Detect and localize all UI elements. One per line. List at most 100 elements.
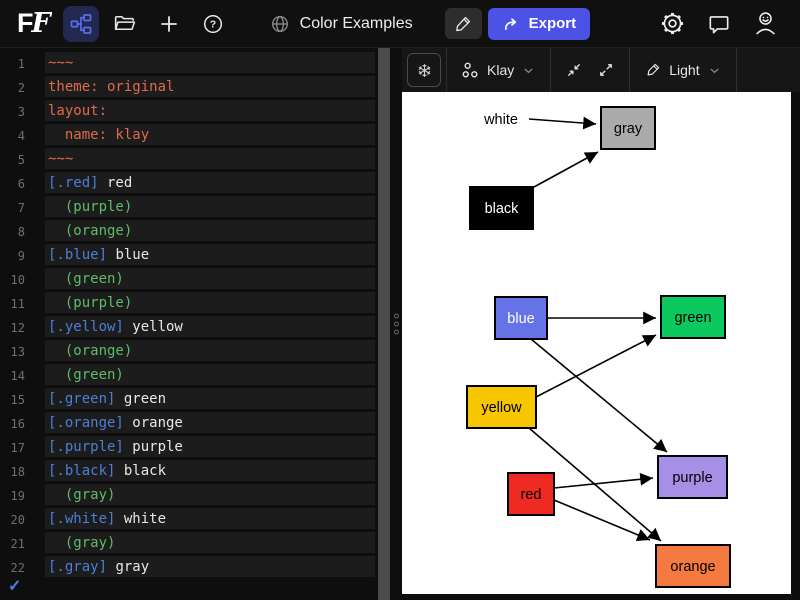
layout-dropdown[interactable]: Klay — [447, 48, 550, 92]
snowflake-icon — [416, 62, 433, 79]
code-line[interactable]: [.yellow] yellow — [45, 316, 375, 337]
line-number: 17 — [0, 436, 45, 460]
code-line[interactable]: (purple) — [45, 292, 375, 313]
node-purple[interactable]: purple — [658, 456, 727, 498]
edge-black-gray[interactable] — [534, 152, 598, 187]
line-number: 1 — [0, 52, 45, 76]
code-editor-pane[interactable]: 1~~~2theme: original3layout:4 name: klay… — [0, 48, 402, 600]
code-line[interactable]: [.orange] orange — [45, 412, 375, 433]
editor-line[interactable]: 12[.yellow] yellow — [0, 316, 402, 340]
editor-line[interactable]: 20[.white] white — [0, 508, 402, 532]
node-blue[interactable]: blue — [495, 297, 547, 339]
edge-white-gray[interactable] — [529, 119, 596, 124]
line-number: 20 — [0, 508, 45, 532]
editor-line[interactable]: 15[.green] green — [0, 388, 402, 412]
code-line[interactable]: [.white] white — [45, 508, 375, 529]
pencil-icon — [454, 14, 473, 33]
open-file-button[interactable] — [107, 6, 143, 42]
line-number: 22 — [0, 556, 45, 580]
code-line[interactable]: name: klay — [45, 124, 375, 145]
layout-dropdown-label: Klay — [487, 62, 514, 78]
code-line[interactable]: ~~~ — [45, 52, 375, 73]
code-line[interactable]: (gray) — [45, 484, 375, 505]
line-number: 10 — [0, 268, 45, 292]
editor-line[interactable]: 9[.blue] blue — [0, 244, 402, 268]
code-line[interactable]: (green) — [45, 364, 375, 385]
editor-line[interactable]: 13 (orange) — [0, 340, 402, 364]
editor-scrollbar[interactable] — [378, 48, 390, 600]
syntax-valid-indicator: ✓ — [8, 576, 21, 596]
code-line[interactable]: [.gray] gray — [45, 556, 375, 577]
code-line[interactable]: theme: original — [45, 76, 375, 97]
editor-line[interactable]: 19 (gray) — [0, 484, 402, 508]
code-line[interactable]: [.black] black — [45, 460, 375, 481]
code-line[interactable]: [.purple] purple — [45, 436, 375, 457]
expand-view-button[interactable] — [597, 61, 615, 79]
node-gray[interactable]: gray — [601, 107, 655, 149]
editor-line[interactable]: 14 (green) — [0, 364, 402, 388]
edge-blue-purple[interactable] — [531, 339, 667, 452]
editor-line[interactable]: 8 (orange) — [0, 220, 402, 244]
code-line[interactable]: layout: — [45, 100, 375, 121]
node-black[interactable]: black — [470, 187, 533, 229]
editor-line[interactable]: 10 (green) — [0, 268, 402, 292]
code-line[interactable]: [.red] red — [45, 172, 375, 193]
editor-lines[interactable]: 1~~~2theme: original3layout:4 name: klay… — [0, 48, 402, 580]
editor-line[interactable]: 17[.purple] purple — [0, 436, 402, 460]
new-chart-button[interactable] — [151, 6, 187, 42]
settings-button[interactable] — [659, 10, 686, 37]
graph-preview-pane: Klay — [402, 48, 800, 600]
export-button[interactable]: Export — [488, 8, 591, 40]
code-line[interactable]: (orange) — [45, 340, 375, 361]
globe-icon — [269, 13, 291, 35]
editor-line[interactable]: 5~~~ — [0, 148, 402, 172]
editor-line[interactable]: 16[.orange] orange — [0, 412, 402, 436]
pane-resize-handle[interactable] — [392, 310, 401, 339]
rename-button[interactable] — [445, 8, 482, 39]
editor-line[interactable]: 21 (gray) — [0, 532, 402, 556]
editor-tab-button[interactable] — [63, 6, 99, 42]
app-logo[interactable]: F F — [17, 8, 51, 39]
editor-line[interactable]: 11 (purple) — [0, 292, 402, 316]
editor-line[interactable]: 1~~~ — [0, 52, 402, 76]
editor-line[interactable]: 7 (purple) — [0, 196, 402, 220]
code-line[interactable]: (orange) — [45, 220, 375, 241]
contract-view-button[interactable] — [565, 61, 583, 79]
editor-line[interactable]: 18[.black] black — [0, 460, 402, 484]
line-number: 9 — [0, 244, 45, 268]
line-number: 4 — [0, 124, 45, 148]
node-label: white — [483, 112, 518, 128]
node-red[interactable]: red — [508, 473, 554, 515]
toolbar-divider — [736, 48, 737, 92]
code-line[interactable]: (purple) — [45, 196, 375, 217]
node-label: red — [521, 487, 542, 503]
node-white[interactable]: white — [473, 103, 529, 135]
freeze-layout-button[interactable] — [407, 53, 441, 87]
edge-yellow-green[interactable] — [536, 335, 656, 397]
editor-line[interactable]: 2theme: original — [0, 76, 402, 100]
code-line[interactable]: [.blue] blue — [45, 244, 375, 265]
code-line[interactable]: (gray) — [45, 532, 375, 553]
gear-icon — [659, 10, 686, 37]
editor-line[interactable]: 4 name: klay — [0, 124, 402, 148]
code-line[interactable]: (green) — [45, 268, 375, 289]
node-yellow[interactable]: yellow — [467, 386, 536, 428]
diagram-canvas[interactable]: white gray black blue green yellow red purple or… — [402, 92, 791, 594]
editor-line[interactable]: 3layout: — [0, 100, 402, 124]
code-line[interactable]: [.green] green — [45, 388, 375, 409]
theme-dropdown[interactable]: Light — [630, 48, 735, 92]
help-button[interactable]: ? — [195, 6, 231, 42]
line-number: 12 — [0, 316, 45, 340]
node-green[interactable]: green — [661, 296, 725, 338]
edge-red-purple[interactable] — [554, 478, 653, 488]
editor-line[interactable]: 6[.red] red — [0, 172, 402, 196]
code-line[interactable]: ~~~ — [45, 148, 375, 169]
feedback-button[interactable] — [706, 11, 732, 37]
editor-line[interactable]: 22[.gray] gray — [0, 556, 402, 580]
node-orange[interactable]: orange — [656, 545, 730, 587]
line-number: 19 — [0, 484, 45, 508]
main-area: 1~~~2theme: original3layout:4 name: klay… — [0, 48, 800, 600]
node-label: green — [674, 310, 711, 326]
account-button[interactable] — [752, 10, 779, 37]
fit-controls — [551, 48, 629, 92]
